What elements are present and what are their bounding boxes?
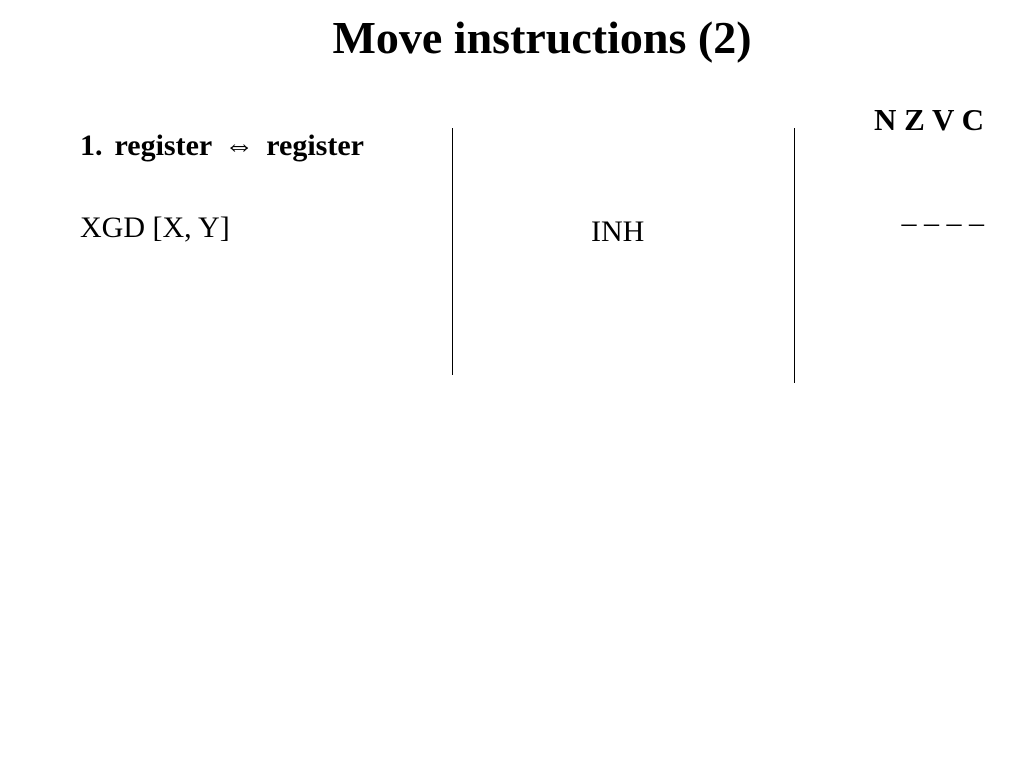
section-right-operand: register <box>266 129 364 162</box>
column-divider-left <box>452 128 453 375</box>
flags-header: N Z V C <box>874 102 984 137</box>
double-arrow-icon: ⇔ <box>224 129 255 162</box>
section-left-operand: register <box>114 129 213 162</box>
slide-title: Move instructions (2) <box>0 10 1024 66</box>
column-divider-right <box>794 128 795 383</box>
addressing-mode: INH <box>591 215 645 248</box>
slide-title-text: Move instructions (2) <box>332 12 752 63</box>
section-heading: 1. register ⇔ register <box>80 128 364 164</box>
flags-values: – – – – <box>901 206 985 239</box>
instruction-mnemonic: XGD [X, Y] <box>80 211 230 244</box>
section-number: 1. <box>80 129 103 162</box>
